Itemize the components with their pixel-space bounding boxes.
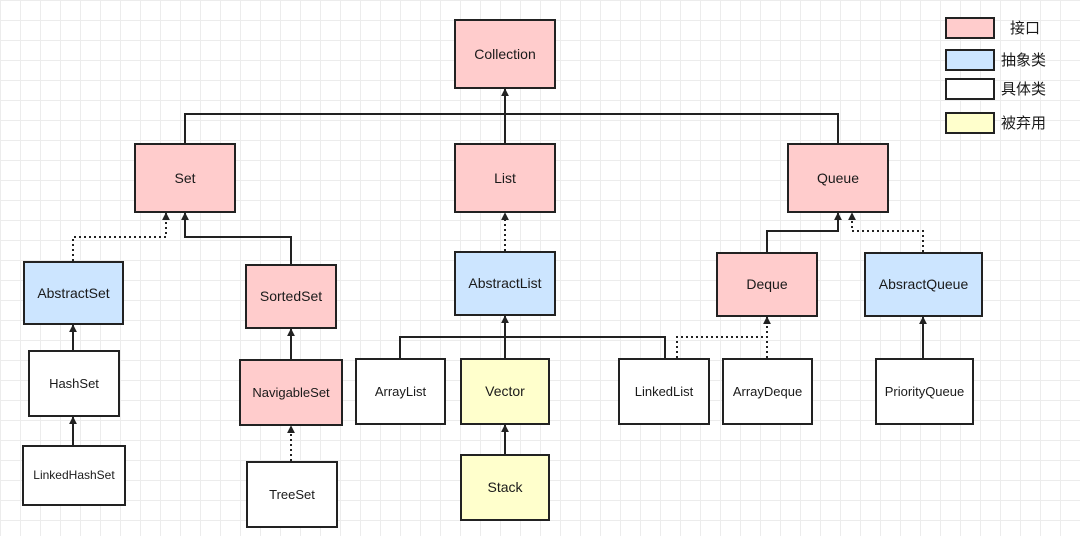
node-navigable-set: NavigableSet	[239, 359, 343, 426]
node-tree-set: TreeSet	[246, 461, 338, 528]
edge-set-to-collection	[184, 113, 505, 143]
edge-sortedset-to-set	[181, 212, 292, 264]
node-list: List	[454, 143, 556, 213]
node-linked-hash-set: LinkedHashSet	[22, 445, 126, 506]
legend-swatch-abstract	[945, 49, 995, 71]
node-linked-list: LinkedList	[618, 358, 710, 425]
node-queue: Queue	[787, 143, 889, 213]
node-array-list: ArrayList	[355, 358, 446, 425]
legend-swatch-deprecated	[945, 112, 995, 134]
edge-abstractset-to-set	[72, 212, 170, 261]
node-vector: Vector	[460, 358, 550, 425]
legend-label-interface: 接口	[1010, 19, 1041, 37]
legend-label-concrete: 具体类	[1001, 80, 1047, 98]
edge-deque-to-queue	[766, 212, 842, 252]
edge-linkedlist-to-deque	[676, 336, 767, 358]
legend-swatch-interface	[945, 17, 995, 39]
legend-swatch-concrete	[945, 78, 995, 100]
node-array-deque: ArrayDeque	[722, 358, 813, 425]
node-set: Set	[134, 143, 236, 213]
node-priority-queue: PriorityQueue	[875, 358, 974, 425]
node-stack: Stack	[460, 454, 550, 521]
node-hash-set: HashSet	[28, 350, 120, 417]
node-abstract-list: AbstractList	[454, 251, 556, 316]
node-deque: Deque	[716, 252, 818, 317]
node-absract-queue: AbsractQueue	[864, 252, 983, 317]
edge-linkedlist-to-abstractlist	[505, 336, 666, 358]
node-sorted-set: SortedSet	[245, 264, 337, 329]
legend-label-abstract: 抽象类	[1001, 51, 1047, 69]
node-collection: Collection	[454, 19, 556, 89]
edge-arraylist-to-abstractlist	[399, 336, 505, 358]
edge-queue-to-collection	[505, 113, 839, 143]
legend-label-deprecated: 被弃用	[1001, 114, 1047, 132]
node-abstract-set: AbstractSet	[23, 261, 124, 325]
edge-absractqueue-to-queue	[848, 212, 924, 252]
